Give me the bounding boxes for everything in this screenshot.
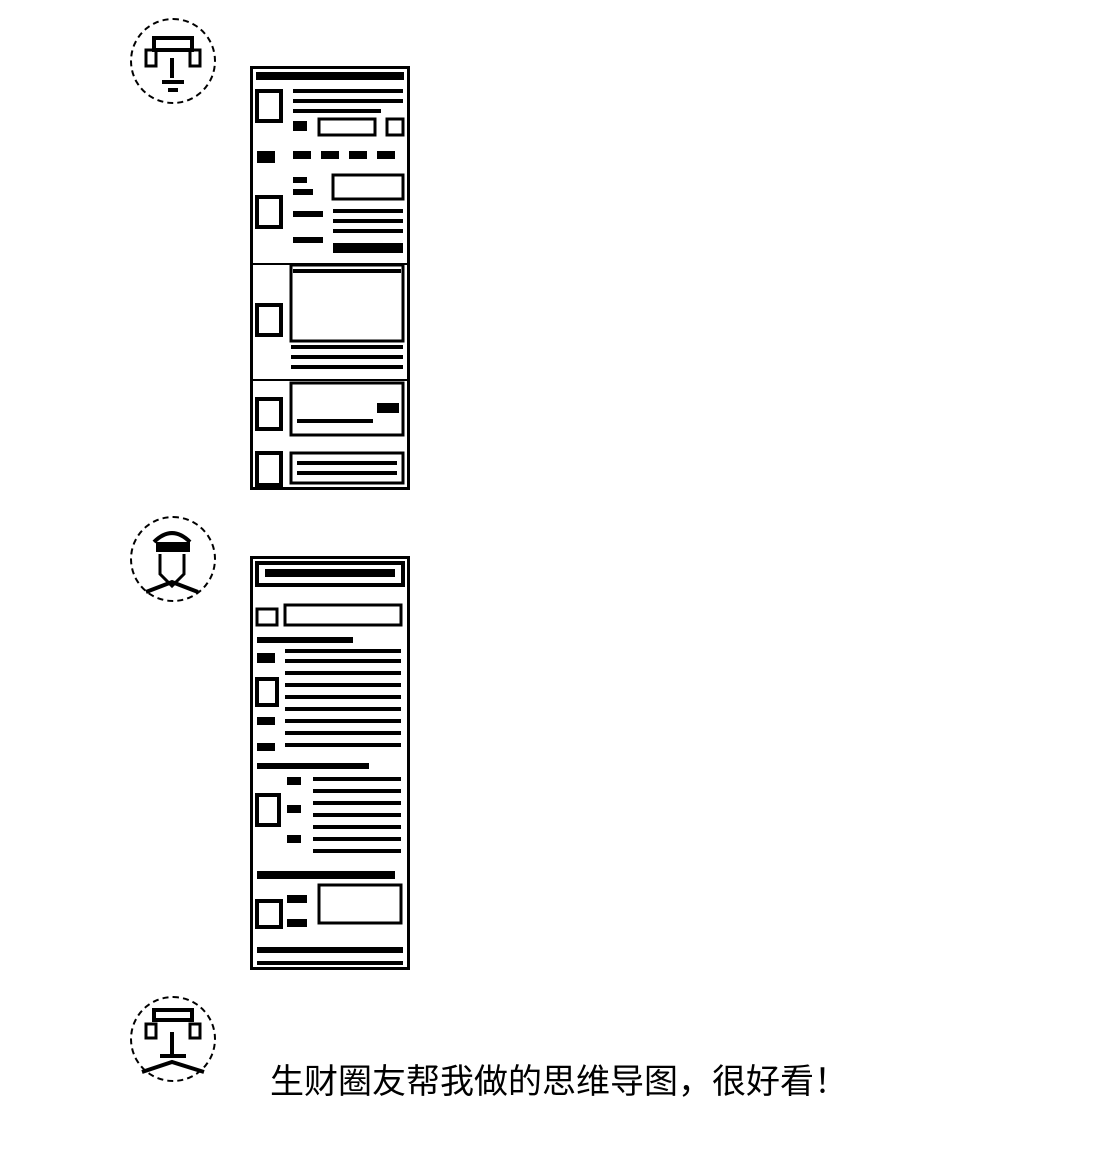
mind-map-thumbnail-icon xyxy=(255,561,405,965)
avatar-illustration-icon xyxy=(145,531,199,594)
mind-map-image[interactable] xyxy=(250,556,410,970)
avatar-illustration-icon xyxy=(141,1008,205,1074)
avatar[interactable] xyxy=(130,516,216,602)
mind-map-image[interactable] xyxy=(250,66,410,490)
avatar[interactable] xyxy=(130,18,216,104)
avatar[interactable] xyxy=(130,996,216,1082)
avatar-illustration-icon xyxy=(144,36,202,92)
message-text: 生财圈友帮我做的思维导图，很好看！ xyxy=(270,1062,848,1102)
mind-map-thumbnail-icon xyxy=(253,72,407,487)
